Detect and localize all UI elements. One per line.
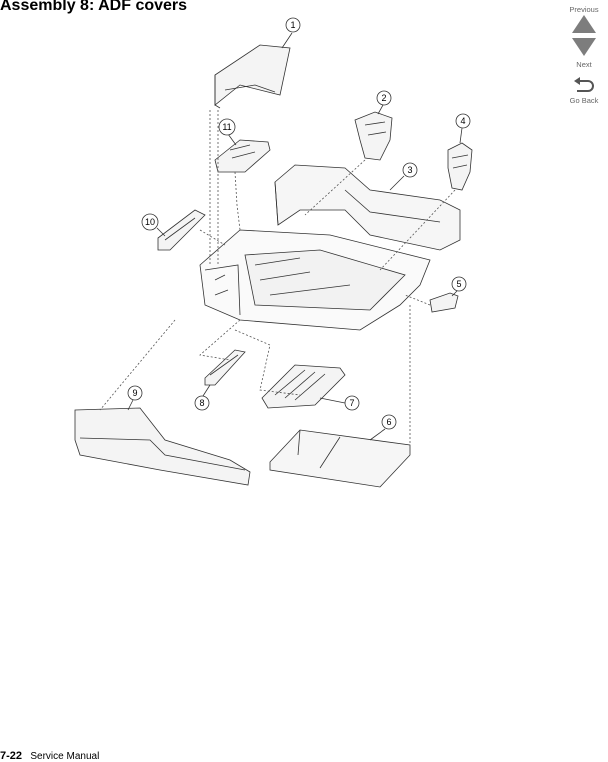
part-6-output-tray <box>269 429 411 488</box>
callout-label-9: 9 <box>132 388 137 398</box>
callout-8 <box>194 384 211 411</box>
page-title: Assembly 8: ADF covers <box>0 0 188 14</box>
part-3-adf-cover <box>274 164 461 251</box>
part-7-feed-assembly <box>261 364 346 409</box>
exploded-parts-diagram: 1 2 3 4 5 6 7 8 9 10 11 <box>74 17 473 488</box>
callout-label-6: 6 <box>386 417 391 427</box>
callout-3 <box>389 162 418 191</box>
page-footer: 7-22 Service Manual <box>0 750 99 762</box>
next-arrow-icon[interactable] <box>571 37 597 57</box>
part-2-hinge <box>354 111 393 161</box>
part-4-hinge <box>447 142 473 191</box>
leader-lines <box>99 110 456 445</box>
part-9-input-tray <box>74 407 251 486</box>
callout-2 <box>376 90 392 115</box>
callout-1 <box>281 17 301 49</box>
callout-label-2: 2 <box>381 93 386 103</box>
callout-4 <box>455 113 471 144</box>
adf-frame <box>199 229 431 331</box>
go-back-icon[interactable] <box>571 77 597 95</box>
callout-label-11: 11 <box>222 122 231 132</box>
callout-label-3: 3 <box>407 165 412 175</box>
part-8-guide-bracket <box>204 349 246 386</box>
callout-label-10: 10 <box>145 217 155 227</box>
callout-label-4: 4 <box>460 116 465 126</box>
next-label: Next <box>576 60 592 69</box>
callout-6 <box>369 414 397 441</box>
callout-10 <box>141 213 166 237</box>
part-11-roller-guide <box>214 139 271 173</box>
go-back-label: Go Back <box>569 96 599 105</box>
callout-7 <box>319 395 360 411</box>
part-5-small-cover <box>429 292 459 313</box>
callout-9 <box>127 385 143 411</box>
callout-5 <box>451 276 467 297</box>
previous-label: Previous <box>569 5 599 14</box>
callout-label-7: 7 <box>349 398 354 408</box>
callout-label-5: 5 <box>456 279 461 289</box>
navigation-panel: Previous Next Go Back <box>560 0 608 105</box>
callout-label-1: 1 <box>290 20 295 30</box>
part-1-top-cover <box>214 44 291 109</box>
callout-label-8: 8 <box>199 398 204 408</box>
part-10-side-bracket <box>157 209 206 251</box>
footer-label: Service Manual <box>30 751 100 762</box>
callout-11 <box>218 118 237 146</box>
page-number: 7-22 <box>0 750 23 762</box>
previous-arrow-icon[interactable] <box>571 14 597 34</box>
